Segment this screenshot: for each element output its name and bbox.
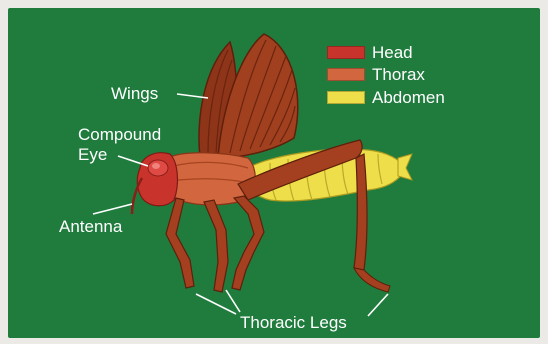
legend-label-thorax: Thorax [372, 65, 425, 84]
label-antenna: Antenna [59, 217, 122, 236]
grasshopper-illustration [8, 8, 540, 338]
legend-swatch-thorax [327, 68, 365, 81]
legend-label-head: Head [372, 43, 413, 62]
grasshopper-wings [199, 34, 298, 163]
legend-swatch-head [327, 46, 365, 59]
label-compound-eye-line2: Eye [78, 145, 107, 164]
label-thoracic-legs: Thoracic Legs [240, 313, 347, 332]
legend-label-abdomen: Abdomen [372, 88, 445, 107]
legend-swatch-abdomen [327, 91, 365, 104]
diagram-panel: Head Thorax Abdomen Wings Compound Eye A… [8, 8, 540, 338]
label-wings: Wings [111, 84, 158, 103]
grasshopper-front-legs [166, 196, 264, 292]
label-compound-eye-line1: Compound [78, 125, 161, 144]
grasshopper-head [137, 153, 177, 206]
